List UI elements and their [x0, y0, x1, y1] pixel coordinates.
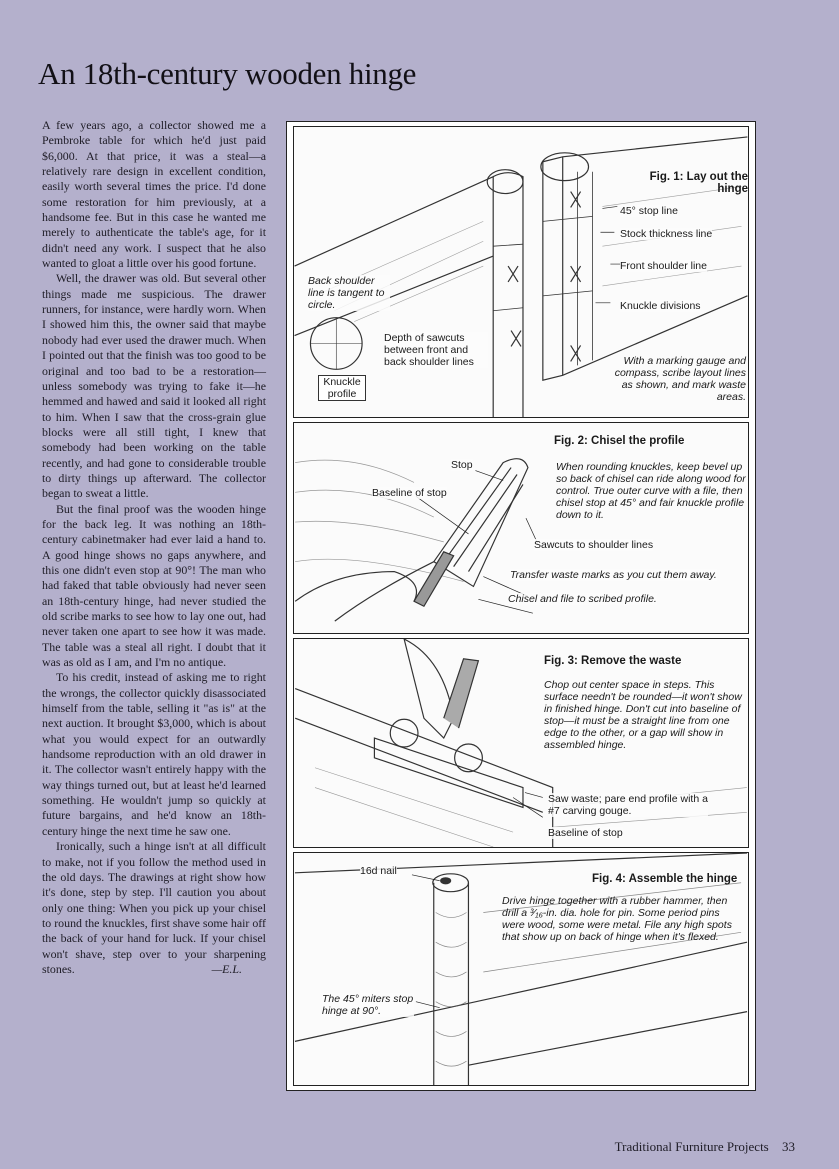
figure-4: 16d nail Fig. 4: Assemble the hinge Driv… — [293, 852, 749, 1086]
baseline-label: Baseline of stop — [372, 487, 447, 499]
page-title: An 18th-century wooden hinge — [38, 56, 417, 91]
figure-panel: Fig. 1: Lay out the hinge 45° stop line … — [286, 121, 756, 1091]
knuckle-profile-label: Knuckle profile — [318, 375, 366, 401]
figure-3: Fig. 3: Remove the waste Chop out center… — [293, 638, 749, 848]
knuckle-divisions-label: Knuckle divisions — [620, 300, 701, 312]
page-number: 33 — [782, 1139, 795, 1154]
paragraph: To his credit, instead of asking me to r… — [42, 670, 266, 838]
figure-2-caption: Fig. 2: Chisel the profile — [554, 435, 685, 447]
figure-1-caption: Fig. 1: Lay out the hinge — [649, 171, 748, 195]
waste-note: Chop out center space in steps. This sur… — [544, 679, 742, 751]
stop-label: Stop — [451, 459, 473, 471]
back-shoulder-label: Back shoulder line is tangent to circle. — [308, 275, 390, 311]
chisel-file-label: Chisel and file to scribed profile. — [508, 593, 657, 605]
page-footer: Traditional Furniture Projects 33 — [615, 1139, 795, 1155]
layout-note: With a marking gauge and compass, scribe… — [614, 355, 746, 403]
sawcuts-label: Sawcuts to shoulder lines — [534, 539, 654, 551]
paragraph: Well, the drawer was old. But several ot… — [42, 271, 266, 501]
miters-label: The 45° miters stop hinge at 90°. — [322, 993, 414, 1017]
figure-4-caption: Fig. 4: Assemble the hinge — [592, 873, 738, 885]
chisel-note: When rounding knuckles, keep bevel up so… — [556, 461, 746, 521]
chisel-drawing — [294, 458, 539, 622]
transfer-label: Transfer waste marks as you cut them awa… — [510, 569, 717, 581]
nail-label: 16d nail — [360, 865, 397, 877]
board-layout-drawing — [294, 136, 748, 417]
assemble-note: Drive hinge together with a rubber hamme… — [502, 895, 732, 943]
figure-3-caption: Fig. 3: Remove the waste — [544, 655, 682, 667]
paragraph: Ironically, such a hinge isn't at all di… — [42, 839, 267, 976]
paragraph: But the final proof was the wooden hinge… — [42, 501, 266, 670]
fig3-baseline-label: Baseline of stop — [548, 827, 623, 839]
sawcut-depth-label: Depth of sawcuts between front and back … — [384, 332, 488, 368]
saw-waste-label: Saw waste; pare end profile with a #7 ca… — [548, 793, 708, 817]
book-title: Traditional Furniture Projects — [614, 1139, 769, 1154]
paragraph: A few years ago, a collector showed me a… — [42, 118, 266, 271]
article-body: A few years ago, a collector showed me a… — [42, 118, 266, 978]
assembled-hinge-drawing — [294, 853, 748, 1085]
front-shoulder-label: Front shoulder line — [620, 260, 707, 272]
figure-2: Fig. 2: Chisel the profile Stop Baseline… — [293, 422, 749, 634]
stock-thickness-label: Stock thickness line — [620, 228, 713, 240]
author-signature: —E.L. — [211, 962, 242, 977]
figure-1: Fig. 1: Lay out the hinge 45° stop line … — [293, 126, 749, 418]
stop-line-label: 45° stop line — [620, 205, 678, 217]
